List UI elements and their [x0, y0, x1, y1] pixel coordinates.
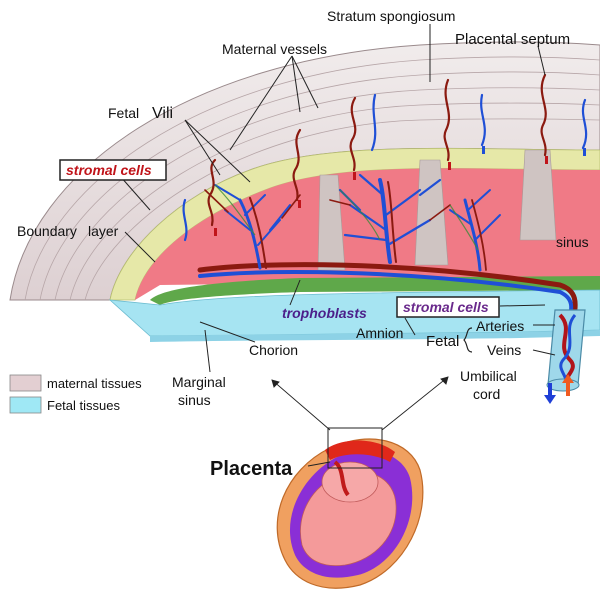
placental-septa: [317, 149, 557, 271]
placenta-mass: [325, 440, 395, 462]
label-fetal-vessels: Fetal: [426, 333, 459, 350]
label-boundary: Boundary: [17, 223, 77, 239]
legend-swatch-maternal: [9, 374, 42, 392]
maternal-spiral-vessels: [182, 73, 588, 242]
up-arrow-icon: [562, 374, 574, 383]
fetus-head: [321, 461, 379, 503]
chorionic-vessels: [197, 262, 578, 333]
label-layer: layer: [88, 223, 119, 239]
label-cord: cord: [473, 386, 500, 402]
label-trophoblasts: trophoblasts: [282, 305, 367, 321]
label-marginal-sinus: sinus: [178, 392, 211, 408]
umbilical-cord-inset: [333, 460, 350, 497]
label-maternal-vessels: Maternal vessels: [222, 41, 327, 57]
leader-lines: [119, 24, 556, 373]
label-stromal-cells-top: stromal cells: [66, 162, 152, 178]
down-arrow-icon: [544, 395, 556, 404]
legend-label-maternal: maternal tissues: [47, 376, 142, 391]
label-stratum-spongiosum: Stratum spongiosum: [327, 8, 455, 24]
label-chorion: Chorion: [249, 342, 298, 358]
label-vili: Vili: [152, 105, 173, 122]
zoom-guides: [271, 376, 449, 431]
label-fetal: Fetal: [108, 105, 139, 121]
fetus-body: [300, 471, 397, 567]
stromal-cells-bottom-box: [396, 296, 500, 318]
label-arteries: Arteries: [476, 318, 524, 334]
fetal-vessels-brace: [463, 327, 473, 353]
placenta-leader: [307, 461, 331, 467]
villus-trophoblast-edges: [214, 184, 479, 251]
legend-swatch-fetal: [9, 396, 42, 414]
label-veins: Veins: [487, 342, 521, 358]
label-umbilical: Umbilical: [460, 368, 517, 384]
legend-label-fetal: Fetal tissues: [47, 398, 120, 413]
uterus-inset: [276, 427, 424, 589]
label-placental-septum: Placental septum: [455, 31, 570, 48]
label-marginal: Marginal: [172, 374, 226, 390]
legend: maternal tissues Fetal tissues: [9, 374, 142, 414]
flow-markers: [214, 146, 586, 236]
label-amnion: Amnion: [356, 325, 403, 341]
label-sinus: sinus: [556, 234, 589, 250]
stromal-cells-top-box: [59, 159, 167, 181]
cord-flow-arrows: [544, 374, 574, 404]
label-placenta: Placenta: [210, 458, 293, 480]
amnion-layer: [150, 330, 600, 342]
label-stromal-cells-bottom: stromal cells: [403, 299, 489, 315]
zoom-box: [327, 427, 383, 469]
